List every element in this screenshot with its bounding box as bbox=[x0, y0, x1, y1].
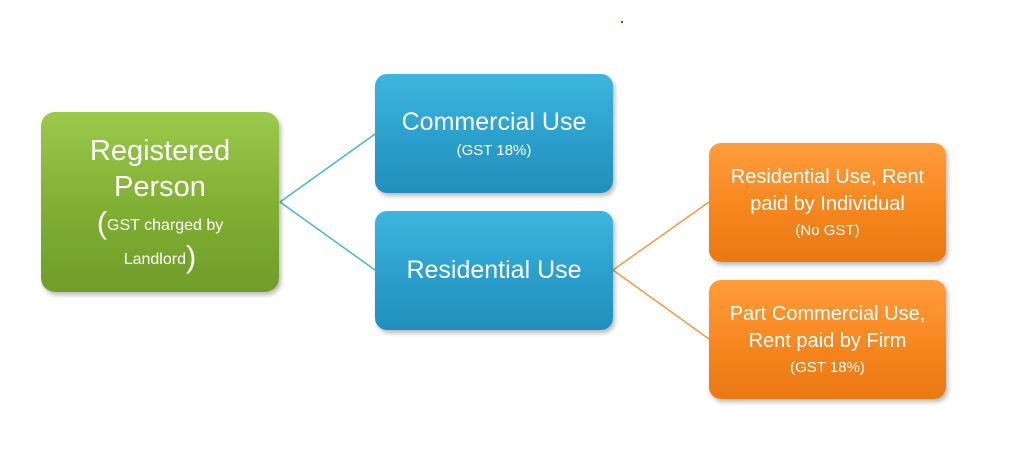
node-residential-use: Residential Use bbox=[375, 211, 613, 330]
paren-close: ) bbox=[185, 239, 197, 274]
node-individual-sub: (No GST) bbox=[795, 222, 860, 239]
node-residential-title: Residential Use bbox=[406, 256, 582, 284]
node-title-line1: Registered bbox=[89, 135, 231, 167]
node-individual-line1: Residential Use, Rent bbox=[730, 166, 925, 188]
node-part-commercial: Part Commercial Use, Rent paid by Firm (… bbox=[709, 280, 946, 399]
node-commercial-use: Commercial Use (GST 18%) bbox=[375, 74, 613, 193]
node-partcommercial-line2: Rent paid by Firm bbox=[748, 330, 907, 352]
node-residential-individual: Residential Use, Rent paid by Individual… bbox=[709, 143, 946, 262]
paren-open: ( bbox=[96, 205, 108, 240]
connector-root-residential bbox=[279, 201, 376, 271]
node-commercial-sub: (GST 18%) bbox=[456, 141, 532, 159]
node-registered-person: Registered Person (GST charged by Landlo… bbox=[41, 112, 279, 292]
node-subtitle-line2: Landlord bbox=[123, 251, 186, 268]
node-commercial-title: Commercial Use bbox=[401, 107, 587, 136]
node-subtitle-line1: GST charged by bbox=[107, 217, 224, 234]
stray-mark bbox=[621, 21, 623, 23]
connector-residential-partcommercial bbox=[612, 269, 710, 340]
node-title-line2: Person bbox=[114, 171, 206, 203]
node-subtitle-line1-wrap: (GST charged by bbox=[97, 207, 224, 238]
node-subtitle-line2-wrap: Landlord) bbox=[123, 241, 197, 272]
node-individual-line2: paid by Individual bbox=[750, 193, 905, 215]
node-partcommercial-line1: Part Commercial Use, bbox=[729, 303, 926, 325]
connector-residential-individual bbox=[612, 201, 710, 271]
connector-root-commercial bbox=[279, 133, 376, 203]
node-partcommercial-sub: (GST 18%) bbox=[790, 359, 865, 376]
